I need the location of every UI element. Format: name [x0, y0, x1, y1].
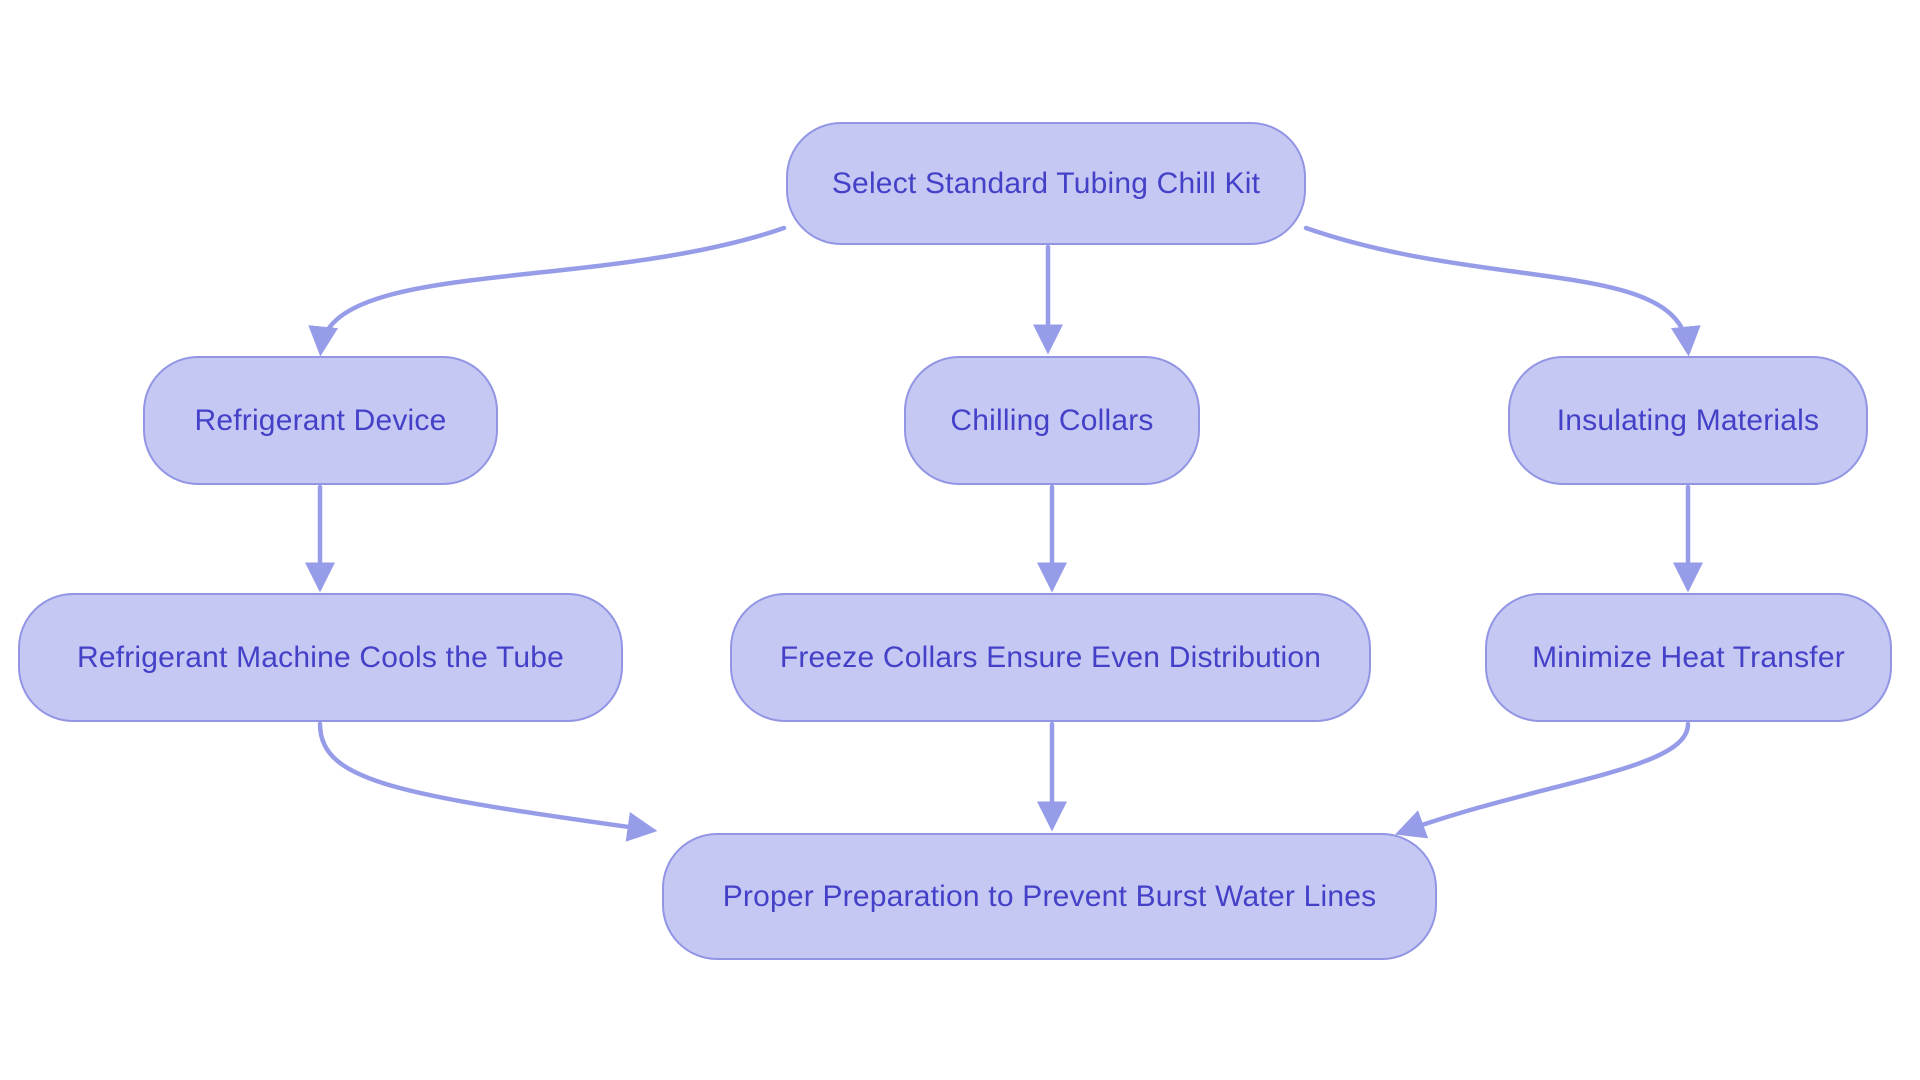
node-freeze-collars: Freeze Collars Ensure Even Distribution — [730, 593, 1371, 722]
edge-refrigerant-machine-to-proper-preparation — [317, 721, 658, 842]
node-label-minimize-heat: Minimize Heat Transfer — [1532, 640, 1845, 674]
node-proper-preparation: Proper Preparation to Prevent Burst Wate… — [662, 833, 1437, 960]
node-chilling-collars: Chilling Collars — [904, 356, 1200, 485]
edge-select-kit-to-insulating-materials — [1303, 225, 1701, 357]
node-label-proper-preparation: Proper Preparation to Prevent Burst Wate… — [722, 879, 1377, 913]
node-label-select-kit: Select Standard Tubing Chill Kit — [831, 166, 1261, 200]
edge-minimize-heat-to-proper-preparation — [1394, 721, 1691, 839]
node-label-freeze-collars: Freeze Collars Ensure Even Distribution — [779, 640, 1322, 674]
node-label-refrigerant-machine: Refrigerant Machine Cools the Tube — [76, 640, 565, 674]
node-refrigerant-device: Refrigerant Device — [143, 356, 498, 485]
node-label-chilling-collars: Chilling Collars — [950, 403, 1154, 437]
edge-select-kit-to-refrigerant-device — [308, 225, 787, 357]
node-label-refrigerant-device: Refrigerant Device — [194, 403, 447, 437]
node-refrigerant-machine: Refrigerant Machine Cools the Tube — [18, 593, 623, 722]
node-insulating-materials: Insulating Materials — [1508, 356, 1868, 485]
node-minimize-heat: Minimize Heat Transfer — [1485, 593, 1892, 722]
node-select-kit: Select Standard Tubing Chill Kit — [786, 122, 1306, 245]
node-label-insulating-materials: Insulating Materials — [1556, 403, 1820, 437]
